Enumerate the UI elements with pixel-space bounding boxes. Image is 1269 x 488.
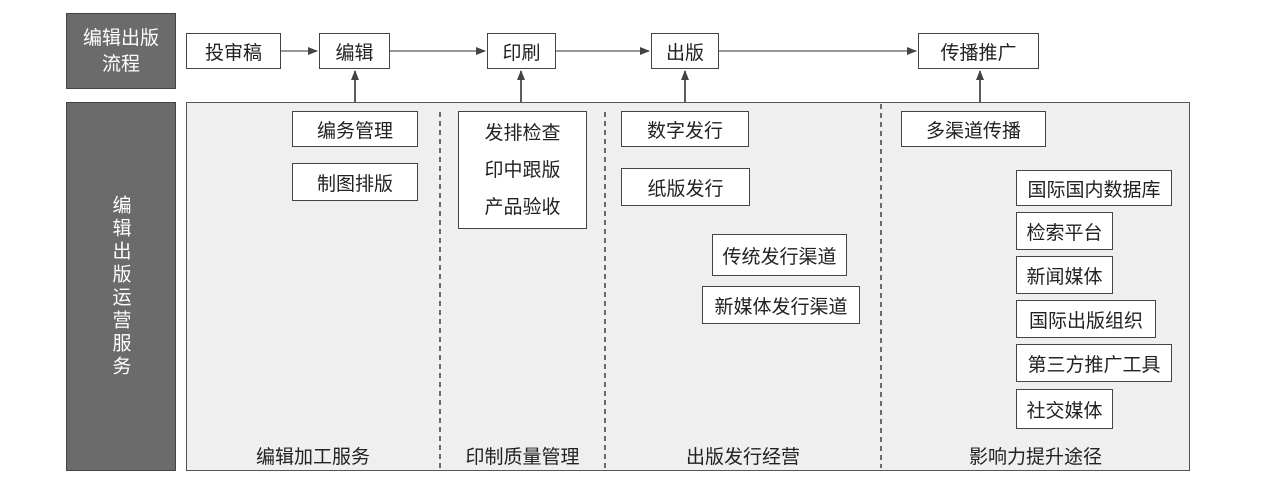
section-label-publishing: 出版发行经营 [685,446,800,468]
process-step-label: 编辑 [335,41,374,64]
process-step-publishing: 出版 [651,33,719,69]
editing-item-affairs: 编务管理 [292,111,418,147]
influence-item-label: 新闻媒体 [1026,265,1103,288]
publishing-channel-label: 新媒体发行渠道 [714,295,848,318]
process-header-line2: 流程 [101,53,140,75]
publishing-paper: 纸版发行 [621,168,750,206]
influence-item-label: 第三方推广工具 [1027,353,1161,376]
printing-item-tracking: 印中跟版 [484,158,561,181]
service-header-label: 编辑出版运营服务 [66,102,176,471]
printing-items-box: 发排检查 印中跟版 产品验收 [458,111,587,229]
influence-item-label: 国际国内数据库 [1027,178,1161,201]
influence-item-social: 社交媒体 [1016,389,1113,429]
process-step-promotion: 传播推广 [918,33,1039,69]
publishing-paper-label: 纸版发行 [647,177,724,200]
process-header-label: 编辑出版 流程 [66,13,176,89]
process-step-label: 印刷 [502,41,541,64]
influence-item-database: 国际国内数据库 [1016,170,1172,206]
influence-item-label: 国际出版组织 [1028,309,1143,332]
influence-main-label: 多渠道传播 [925,119,1021,142]
process-step-label: 出版 [665,41,704,64]
influence-item-news: 新闻媒体 [1016,256,1113,294]
process-step-label: 传播推广 [940,41,1017,64]
printing-item-acceptance: 产品验收 [484,195,561,218]
publishing-digital-label: 数字发行 [646,119,723,142]
section-label-influence: 影响力提升途径 [968,446,1102,468]
process-step-editing: 编辑 [319,33,390,69]
editing-item-label: 编务管理 [316,119,393,142]
section-label-printing: 印制质量管理 [465,446,580,468]
publishing-digital: 数字发行 [621,111,749,147]
section-label-editing: 编辑加工服务 [255,446,370,468]
influence-item-intl-org: 国际出版组织 [1016,300,1156,338]
influence-main: 多渠道传播 [901,111,1046,147]
publishing-channel-traditional: 传统发行渠道 [712,234,847,276]
publishing-channel-newmedia: 新媒体发行渠道 [702,286,860,324]
publishing-channel-label: 传统发行渠道 [722,245,837,268]
influence-item-search: 检索平台 [1016,212,1113,250]
influence-item-third-party: 第三方推广工具 [1016,344,1172,382]
influence-item-label: 社交媒体 [1026,399,1103,422]
process-header-line1: 编辑出版 [82,27,159,49]
printing-item-check: 发排检查 [484,121,561,144]
editing-item-typesetting: 制图排版 [292,163,418,201]
editing-item-label: 制图排版 [316,172,393,195]
service-header-text: 编辑出版运营服务 [109,194,132,379]
process-step-label: 投审稿 [204,41,262,64]
process-step-printing: 印刷 [487,33,556,69]
influence-item-label: 检索平台 [1026,221,1103,244]
process-step-submission: 投审稿 [186,33,281,69]
